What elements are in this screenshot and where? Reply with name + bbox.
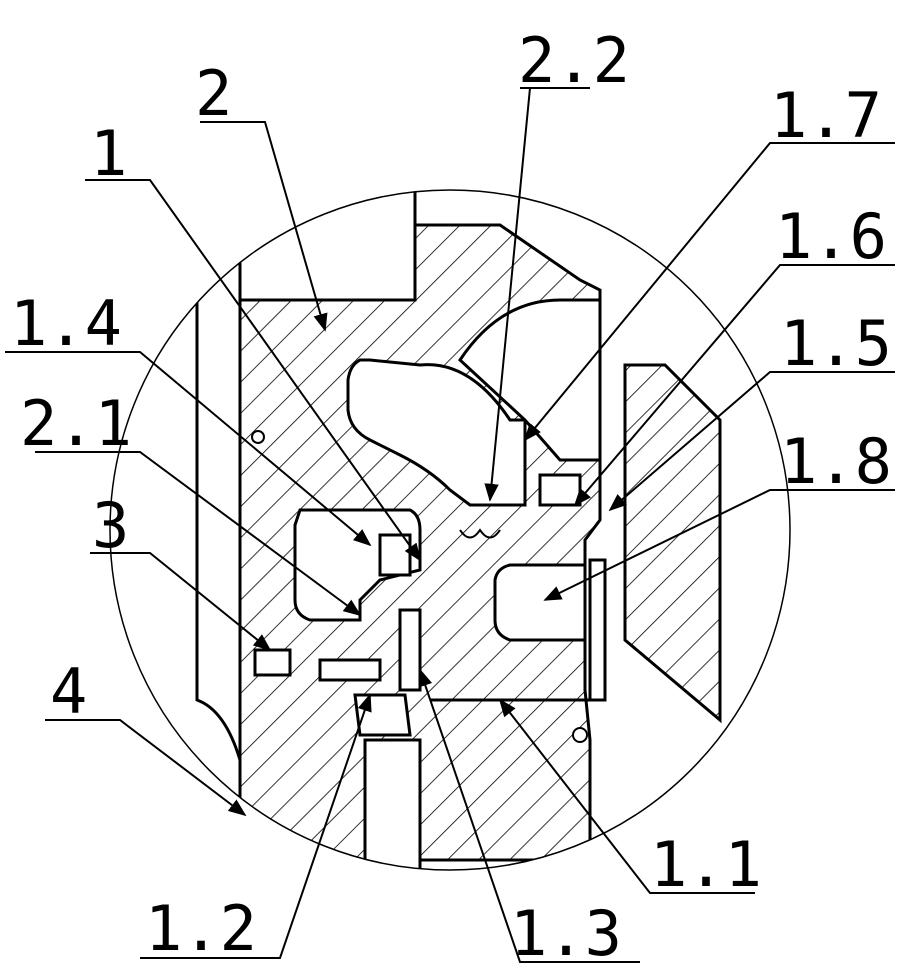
section-body: [197, 180, 720, 870]
svg-text:2: 2: [195, 57, 232, 130]
svg-text:1.5: 1.5: [780, 307, 892, 380]
svg-text:3: 3: [92, 489, 129, 562]
svg-text:4: 4: [50, 655, 87, 728]
svg-text:2.2: 2.2: [518, 24, 630, 97]
svg-text:2.1: 2.1: [20, 387, 132, 460]
callout-2: 2: [195, 57, 325, 330]
svg-text:1.7: 1.7: [770, 79, 882, 152]
svg-text:1.8: 1.8: [780, 425, 892, 498]
hatched-plate: [625, 365, 720, 720]
svg-text:1.1: 1.1: [650, 828, 762, 901]
svg-text:1.4: 1.4: [10, 287, 122, 360]
svg-text:1.6: 1.6: [775, 200, 887, 273]
svg-text:1.3: 1.3: [510, 897, 622, 970]
svg-text:1.2: 1.2: [145, 892, 257, 965]
